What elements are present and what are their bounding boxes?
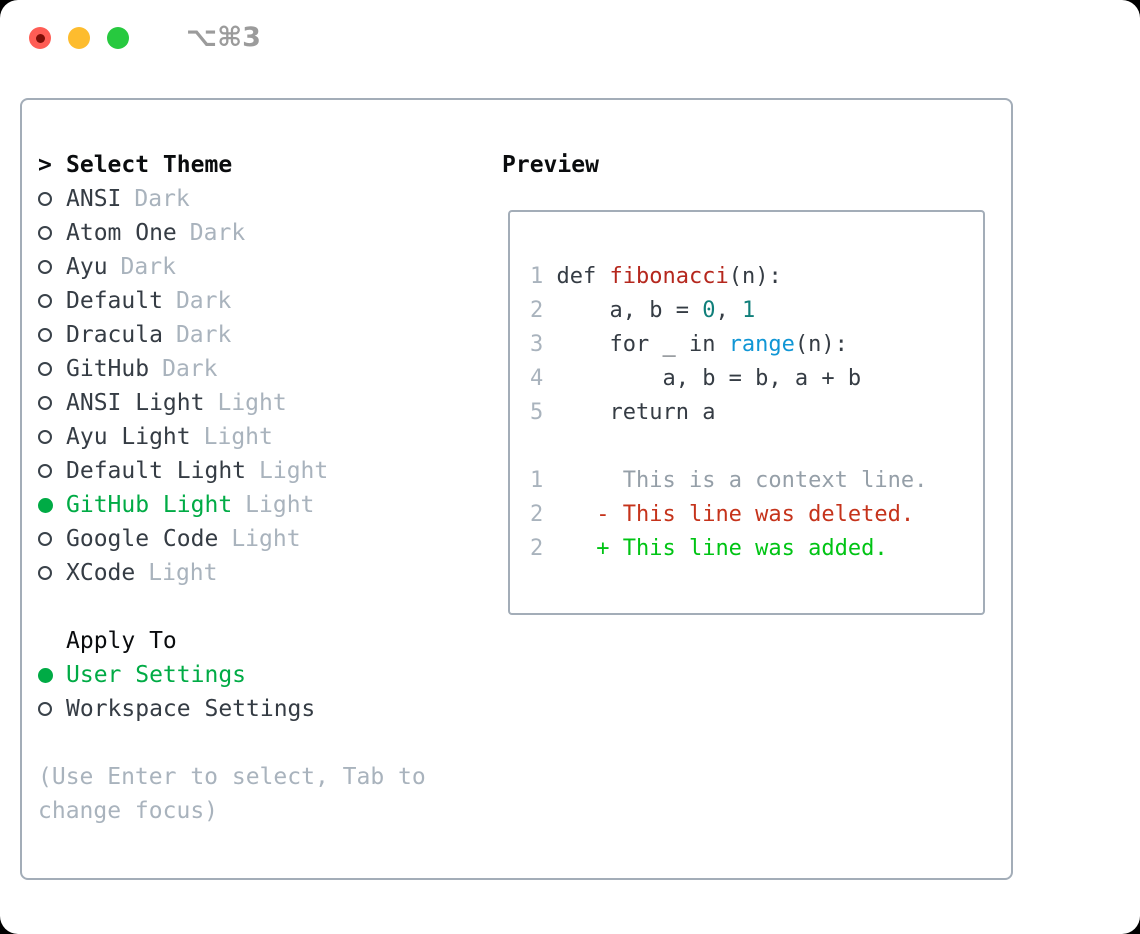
theme-variant-tag: Dark: [175, 322, 232, 348]
radio-icon: [38, 566, 66, 580]
theme-variant-tag: Dark: [120, 254, 176, 280]
close-button[interactable]: [29, 26, 51, 49]
code-line: 2 a, b = 0, 1: [530, 298, 756, 323]
theme-list: > Select Theme ANSI Dark Atom One Dark A…: [38, 148, 502, 878]
apply-option-user-settings[interactable]: User Settings: [38, 658, 502, 692]
radio-icon: [38, 362, 66, 376]
select-theme-header: > Select Theme: [38, 148, 502, 182]
theme-variant-tag: Dark: [175, 288, 232, 314]
theme-name: Dracula: [66, 322, 163, 348]
theme-name: ANSI: [66, 186, 122, 212]
code-line: 4 a, b = b, a + b: [530, 366, 862, 391]
theme-option-ansi-dark[interactable]: ANSI Dark: [38, 182, 502, 216]
cursor-icon: >: [38, 152, 52, 178]
theme-name: Google Code: [66, 526, 219, 552]
window-title: ⌥⌘3: [186, 22, 261, 53]
theme-option-default-light[interactable]: Default Light Light: [38, 454, 502, 488]
theme-name: GitHub: [66, 356, 150, 382]
radio-selected-icon: [38, 667, 66, 683]
theme-name: Ayu Light: [66, 424, 191, 450]
minimize-button[interactable]: [68, 26, 90, 49]
radio-icon: [38, 396, 66, 410]
title-bar: ⌥⌘3: [0, 0, 1140, 75]
theme-variant-tag: Dark: [162, 356, 218, 382]
theme-name: Default: [66, 288, 163, 314]
radio-icon: [38, 464, 66, 478]
theme-name: Ayu: [66, 254, 108, 280]
radio-icon: [38, 260, 66, 274]
theme-name: Default Light: [66, 458, 247, 484]
apply-to-header: Apply To: [38, 624, 502, 658]
theme-option-github-dark[interactable]: GitHub Dark: [38, 352, 502, 386]
preview-section: Preview 1 def fibonacci(n): 2 a, b = 0, …: [502, 148, 1011, 878]
diff-deleted-line: 2 - This line was deleted.: [530, 502, 915, 527]
zoom-button[interactable]: [107, 26, 129, 49]
diff-context-line: 1 This is a context line.: [530, 468, 928, 493]
theme-option-atom-one-dark[interactable]: Atom One Dark: [38, 216, 502, 250]
theme-variant-tag: Light: [203, 424, 273, 450]
theme-variant-tag: Light: [245, 492, 315, 518]
radio-icon: [38, 430, 66, 444]
theme-panel: > Select Theme ANSI Dark Atom One Dark A…: [20, 98, 1013, 880]
code-line: 5 return a: [530, 400, 716, 425]
theme-option-xcode[interactable]: XCode Light: [38, 556, 502, 590]
theme-variant-tag: Light: [259, 458, 329, 484]
theme-option-ansi-light[interactable]: ANSI Light Light: [38, 386, 502, 420]
radio-icon: [38, 328, 66, 342]
theme-name: ANSI Light: [66, 390, 205, 416]
theme-variant-tag: Dark: [189, 220, 246, 246]
radio-icon: [38, 702, 66, 716]
theme-option-google-code[interactable]: Google Code Light: [38, 522, 502, 556]
diff-added-line: 2 + This line was added.: [530, 536, 888, 561]
preview-box: 1 def fibonacci(n): 2 a, b = 0, 1 3 for …: [508, 210, 985, 615]
apply-option-workspace-settings[interactable]: Workspace Settings: [38, 692, 502, 726]
theme-name: Atom One: [66, 220, 177, 246]
blank-line: [530, 430, 983, 464]
theme-option-ayu-light[interactable]: Ayu Light Light: [38, 420, 502, 454]
theme-option-github-light[interactable]: GitHub Light Light: [38, 488, 502, 522]
radio-icon: [38, 192, 66, 206]
radio-icon: [38, 532, 66, 546]
theme-option-dracula-dark[interactable]: Dracula Dark: [38, 318, 502, 352]
preview-header: Preview: [502, 152, 599, 178]
radio-icon: [38, 226, 66, 240]
apply-option-label: Workspace Settings: [66, 696, 316, 722]
code-line: 1 def fibonacci(n):: [530, 264, 782, 289]
select-theme-label: Select Theme: [66, 152, 233, 178]
hint-text: (Use Enter to select, Tab to change focu…: [38, 764, 426, 824]
theme-variant-tag: Light: [231, 526, 301, 552]
apply-option-label: User Settings: [66, 662, 247, 688]
radio-selected-icon: [38, 497, 66, 513]
apply-to-label: Apply To: [66, 628, 177, 654]
theme-variant-tag: Light: [148, 560, 218, 586]
theme-name: XCode: [66, 560, 136, 586]
theme-variant-tag: Light: [217, 390, 287, 416]
theme-option-ayu-dark[interactable]: Ayu Dark: [38, 250, 502, 284]
theme-option-default-dark[interactable]: Default Dark: [38, 284, 502, 318]
radio-icon: [38, 294, 66, 308]
theme-variant-tag: Dark: [134, 186, 190, 212]
theme-name: GitHub Light: [66, 492, 233, 518]
code-line: 3 for _ in range(n):: [530, 332, 848, 357]
